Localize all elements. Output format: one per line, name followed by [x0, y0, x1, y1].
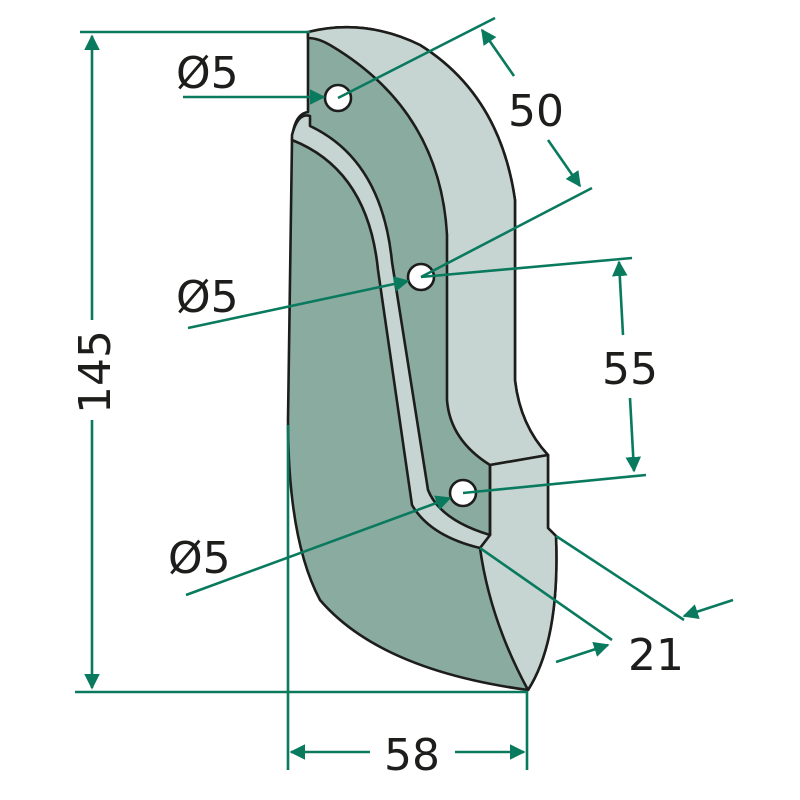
blade-lower-side-face [478, 453, 558, 692]
dimension-hole-middle: Ø5 [176, 272, 410, 330]
dimension-width: 58 [286, 425, 529, 781]
width-label: 58 [384, 730, 440, 781]
dimension-hole-spacing-upper: 50 [337, 16, 593, 279]
hole-spacing-upper-label: 50 [508, 86, 564, 137]
dimension-hole-bottom: Ø5 [168, 495, 452, 597]
blade-part [286, 25, 558, 692]
blade-groove [290, 114, 492, 550]
dimension-hole-spacing-lower: 55 [420, 256, 658, 495]
hole-spacing-lower-label: 55 [602, 344, 658, 395]
hole-middle-label: Ø5 [176, 272, 239, 323]
dimension-thickness: 21 [479, 534, 734, 681]
thickness-label: 21 [628, 630, 684, 681]
hole-bottom-label: Ø5 [168, 533, 231, 584]
dimension-hole-top: Ø5 [176, 48, 326, 105]
dimension-height: 145 [70, 30, 528, 694]
height-label: 145 [70, 330, 121, 414]
hole-top-label: Ø5 [176, 48, 239, 99]
